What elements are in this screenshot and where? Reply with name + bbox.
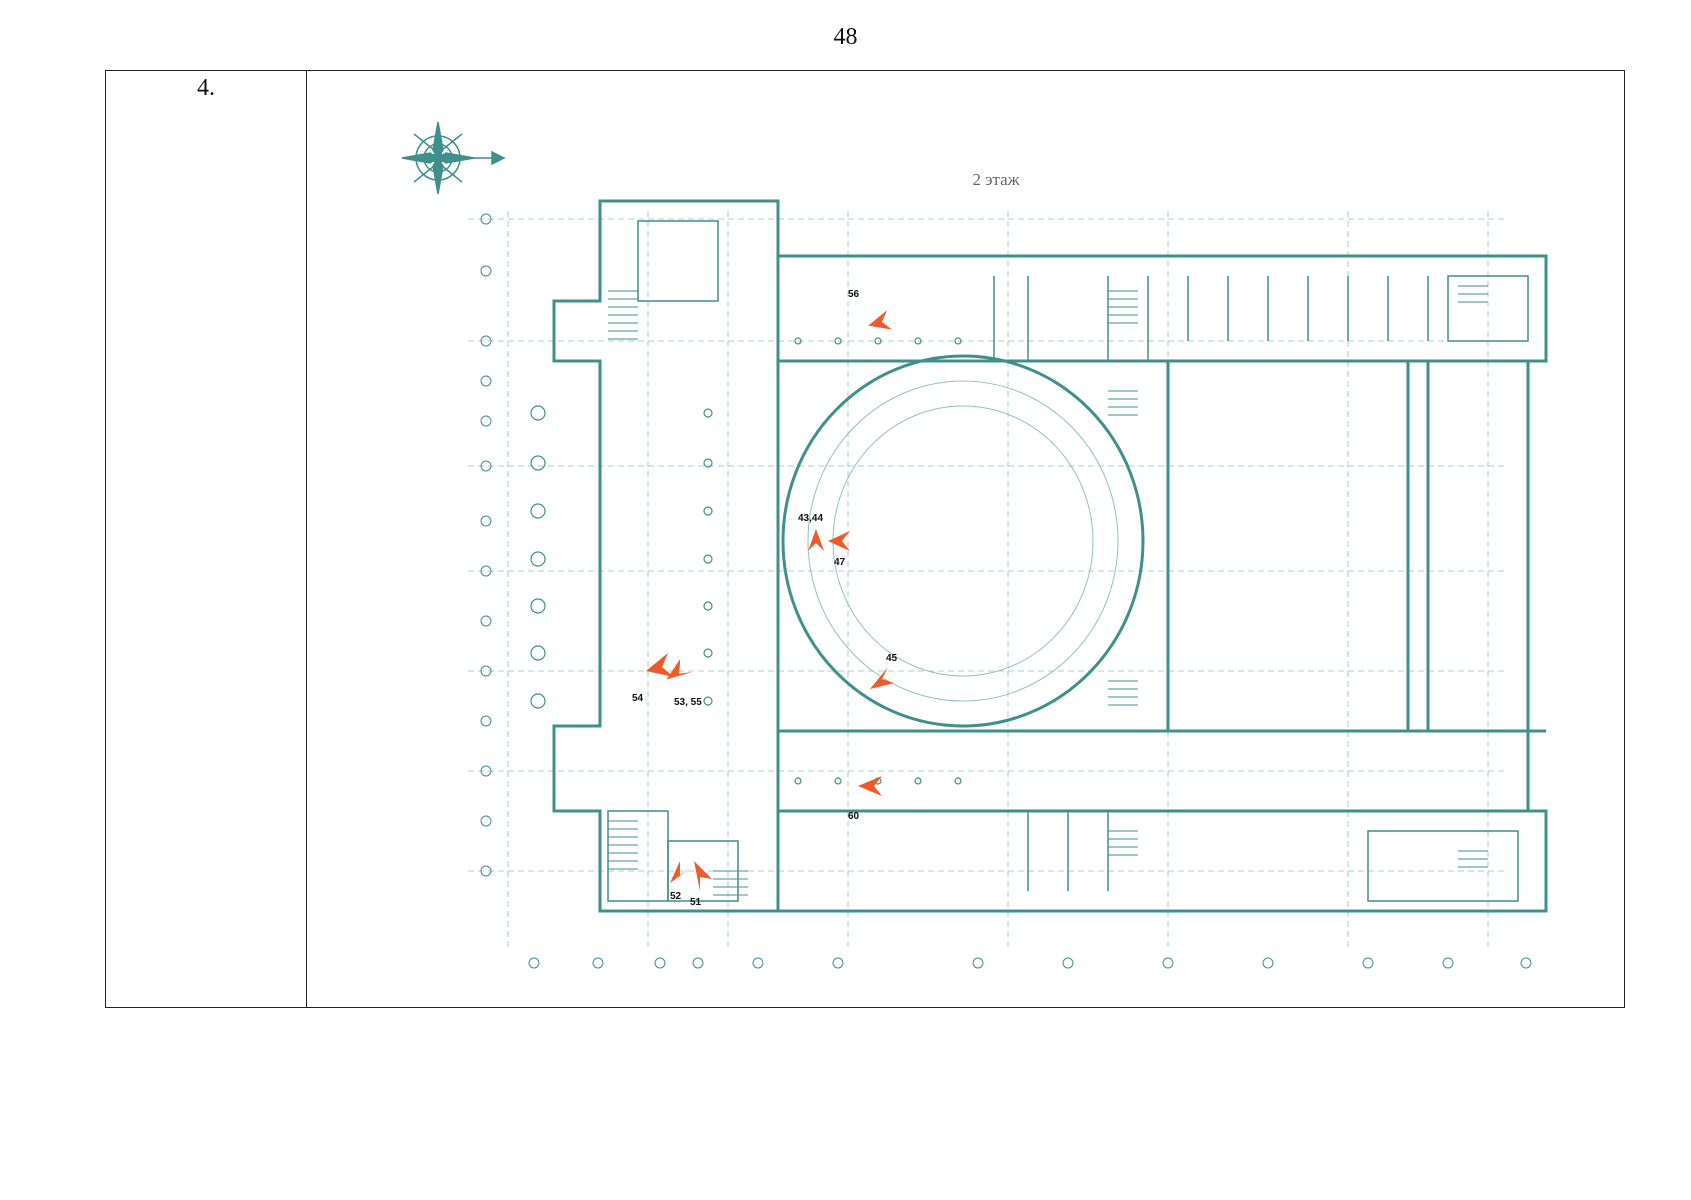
marker-52 (670, 861, 692, 883)
marker-60 (858, 776, 882, 796)
marker-label-45: 45 (886, 653, 898, 664)
marker-label-43-44: 43,44 (798, 513, 823, 524)
photo-markers (646, 310, 894, 891)
floor-plan: 2 этаж (401, 121, 1548, 969)
marker-label-52: 52 (670, 891, 682, 902)
arena (781, 354, 1145, 728)
axis-markers (480, 213, 1532, 969)
marker-label-51: 51 (690, 897, 702, 908)
marker-label-60: 60 (848, 811, 860, 822)
staircases (608, 285, 1488, 896)
marker-label-54: 54 (632, 693, 644, 704)
marker-label-53-55: 53, 55 (674, 697, 702, 708)
columns (530, 337, 962, 785)
marker-56 (868, 310, 893, 330)
marker-45 (870, 667, 894, 689)
floor-title: 2 этаж (973, 170, 1020, 189)
marker-43-44 (808, 529, 824, 551)
grid-lines (468, 211, 1508, 951)
marker-label-47: 47 (834, 557, 846, 568)
marker-labels: 56 43,44 47 45 54 53, 55 60 52 51 (632, 289, 898, 908)
marker-54 (646, 653, 674, 677)
marker-51 (694, 861, 712, 891)
page-number: 48 (833, 24, 858, 50)
column-divider (306, 71, 307, 1007)
compass-rose-icon (401, 121, 506, 195)
marker-47 (828, 531, 850, 551)
content-table: 4. 2 этаж (105, 70, 1625, 1008)
marker-53-55 (666, 659, 693, 680)
floor-plan-cell: 2 этаж (308, 71, 1624, 1007)
north-rooms (637, 220, 1529, 361)
marker-label-56: 56 (848, 289, 860, 300)
row-number: 4. (197, 75, 215, 101)
building-walls (552, 199, 1548, 913)
